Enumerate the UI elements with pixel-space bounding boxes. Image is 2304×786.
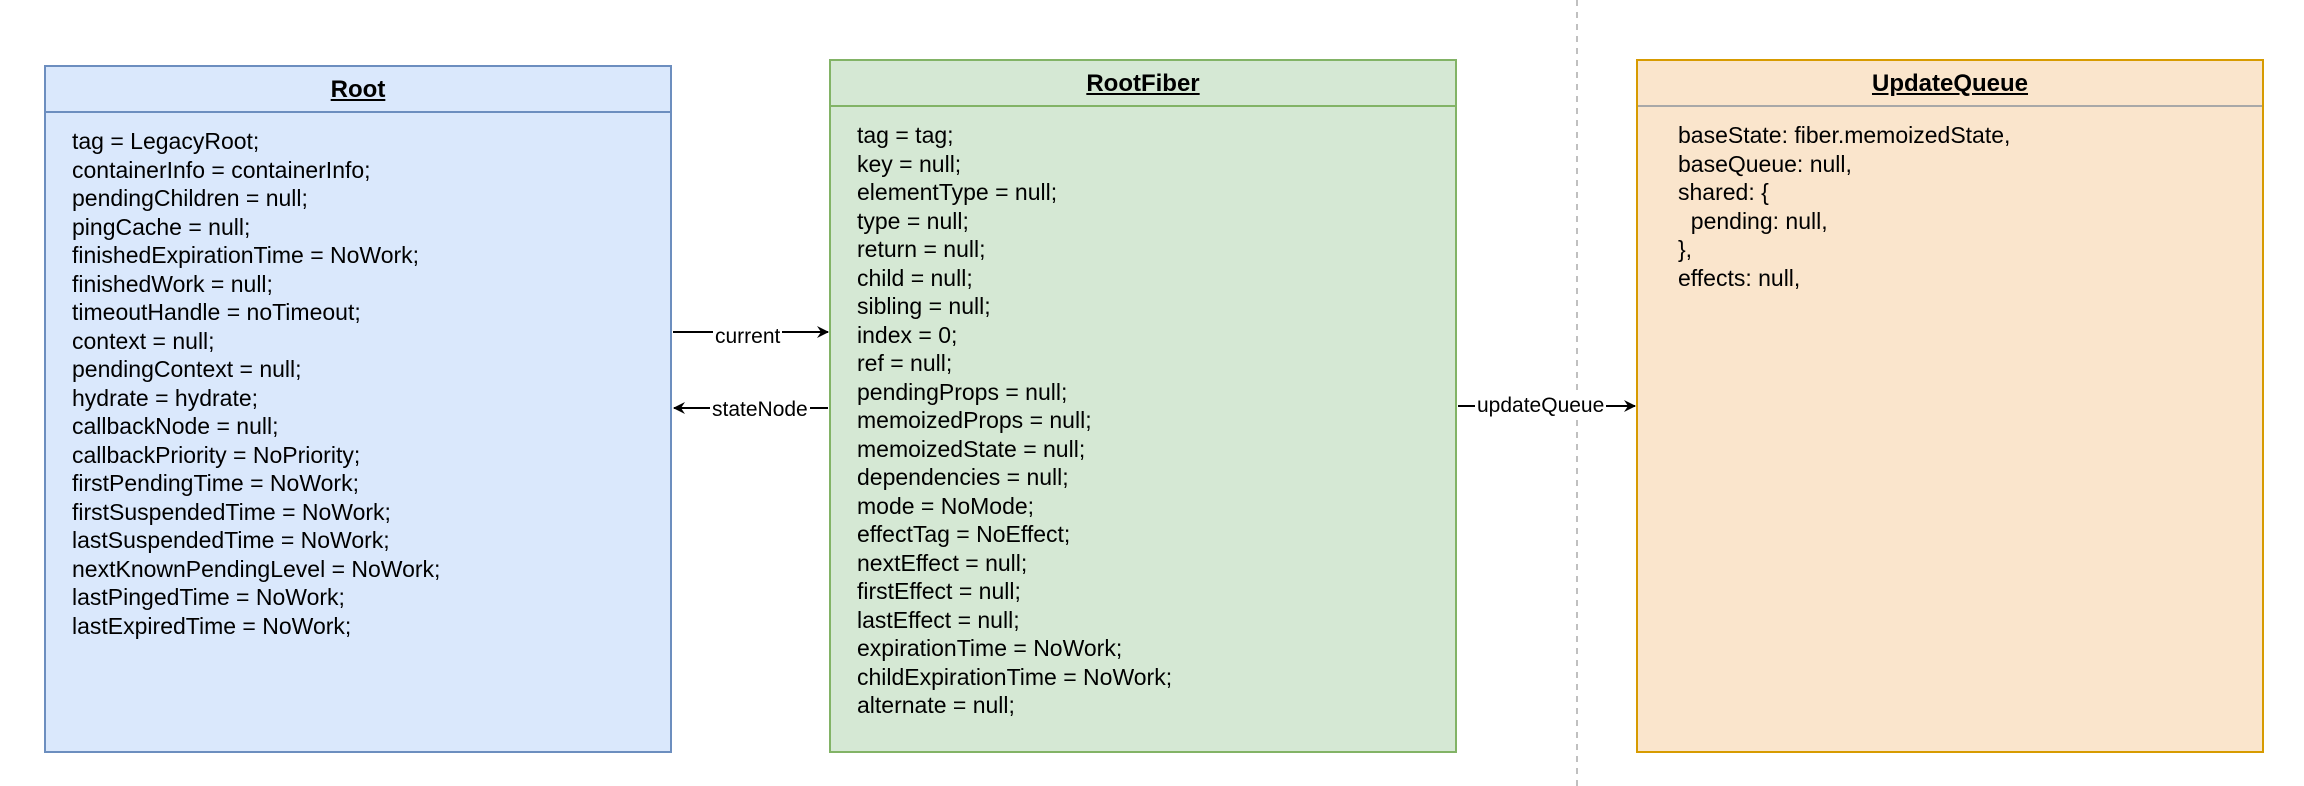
field-line: effectTag = NoEffect;	[857, 521, 1071, 547]
field-line: tag = tag;	[857, 122, 954, 148]
root-fiber-divider	[831, 105, 1455, 107]
field-line: pendingContext = null;	[72, 356, 302, 382]
field-line: firstSuspendedTime = NoWork;	[72, 498, 391, 525]
field-line: shared: {	[1678, 179, 1769, 205]
field-line: return = null;	[857, 236, 986, 262]
field-line: context = null;	[72, 327, 215, 354]
current-label: current	[713, 325, 783, 349]
field-line: memoizedState = null;	[857, 435, 1086, 462]
field-line: elementType = null;	[857, 179, 1058, 205]
field-line: key = null;	[857, 150, 962, 177]
field-line: baseState: fiber.memoizedState,	[1678, 122, 2011, 148]
root-node: Root tag = LegacyRoot;containerInfo = co…	[44, 65, 672, 753]
field-line: hydrate = hydrate;	[72, 384, 259, 411]
field-line: pendingChildren = null;	[72, 185, 308, 211]
root-divider	[46, 111, 670, 113]
field-line: dependencies = null;	[857, 464, 1069, 490]
update-queue-fields: baseState: fiber.memoizedState,baseQueue…	[1638, 107, 2262, 292]
field-line: expirationTime = NoWork;	[857, 635, 1123, 661]
field-line: lastEffect = null;	[857, 606, 1020, 633]
field-line: pending: null,	[1678, 207, 1828, 234]
field-line: mode = NoMode;	[857, 492, 1035, 519]
field-line: containerInfo = containerInfo;	[72, 156, 371, 183]
field-line: callbackPriority = NoPriority;	[72, 441, 361, 468]
field-line: nextKnownPendingLevel = NoWork;	[72, 555, 441, 582]
field-line: pingCache = null;	[72, 213, 251, 240]
root-fiber-fields: tag = tag;key = null;elementType = null;…	[831, 107, 1455, 720]
field-line: finishedWork = null;	[72, 270, 273, 297]
field-line: effects: null,	[1678, 264, 1801, 291]
root-fiber-title: RootFiber	[1086, 70, 1200, 97]
field-line: lastExpiredTime = NoWork;	[72, 612, 352, 639]
field-line: index = 0;	[857, 321, 958, 348]
root-fiber-node: RootFiber tag = tag;key = null;elementTy…	[829, 59, 1457, 753]
field-line: alternate = null;	[857, 692, 1015, 718]
field-line: child = null;	[857, 264, 973, 291]
field-line: finishedExpirationTime = NoWork;	[72, 242, 420, 268]
field-line: tag = LegacyRoot;	[72, 128, 260, 154]
field-line: pendingProps = null;	[857, 378, 1068, 405]
field-line: },	[1678, 236, 1693, 262]
update-queue-node: UpdateQueue baseState: fiber.memoizedSta…	[1636, 59, 2264, 753]
field-line: timeoutHandle = noTimeout;	[72, 299, 361, 325]
field-line: nextEffect = null;	[857, 549, 1028, 576]
root-title: Root	[330, 76, 386, 103]
field-line: lastPingedTime = NoWork;	[72, 584, 345, 610]
field-line: callbackNode = null;	[72, 413, 279, 439]
field-line: ref = null;	[857, 350, 953, 376]
field-line: sibling = null;	[857, 293, 991, 319]
root-fields: tag = LegacyRoot;containerInfo = contain…	[46, 113, 670, 640]
field-line: type = null;	[857, 207, 969, 234]
field-line: childExpirationTime = NoWork;	[857, 663, 1173, 690]
field-line: baseQueue: null,	[1678, 150, 1852, 177]
update-queue-label: updateQueue	[1475, 394, 1607, 418]
update-queue-title: UpdateQueue	[1871, 70, 2029, 97]
update-queue-divider	[1638, 105, 2262, 107]
field-line: firstPendingTime = NoWork;	[72, 470, 359, 496]
state-node-label: stateNode	[710, 398, 810, 422]
field-line: memoizedProps = null;	[857, 407, 1092, 433]
field-line: lastSuspendedTime = NoWork;	[72, 527, 390, 553]
field-line: firstEffect = null;	[857, 578, 1021, 604]
